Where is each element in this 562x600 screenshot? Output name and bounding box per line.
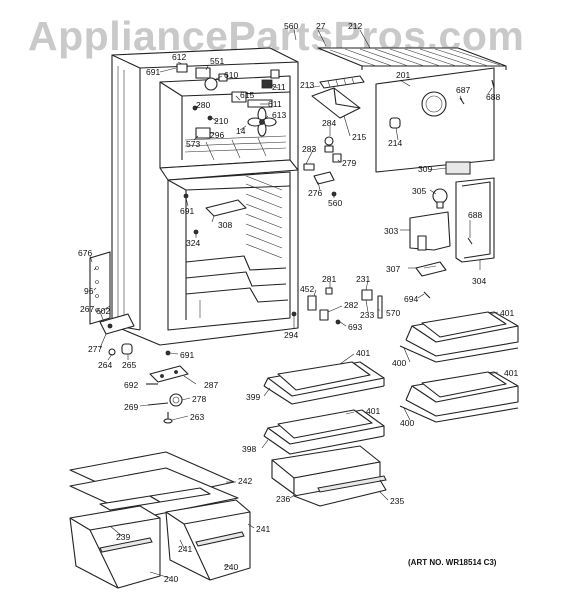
callout-693: 693 bbox=[348, 322, 362, 332]
callout-401-c: 401 bbox=[504, 368, 518, 378]
callout-263: 263 bbox=[190, 412, 204, 422]
art-number: (ART NO. WR18514 C3) bbox=[408, 558, 497, 567]
leader-lines bbox=[89, 29, 499, 579]
callout-241-right: 241 bbox=[256, 524, 270, 534]
callout-398: 398 bbox=[242, 444, 256, 454]
callout-labels: 560 27 212 691 612 551 610 211 213 201 6… bbox=[78, 21, 518, 584]
callout-281: 281 bbox=[322, 274, 336, 284]
callout-401-a: 401 bbox=[356, 348, 370, 358]
callout-688-mid: 688 bbox=[468, 210, 482, 220]
callout-282: 282 bbox=[344, 300, 358, 310]
callout-27: 27 bbox=[316, 21, 326, 31]
crisper-drawer-assembly bbox=[69, 451, 251, 589]
callout-14: 14 bbox=[236, 126, 246, 136]
callout-296: 296 bbox=[210, 130, 224, 140]
callout-324: 324 bbox=[186, 238, 200, 248]
callout-602: 602 bbox=[96, 306, 110, 316]
callout-215: 215 bbox=[352, 132, 366, 142]
callout-241-left: 241 bbox=[178, 544, 192, 554]
callout-308: 308 bbox=[218, 220, 232, 230]
callout-213: 213 bbox=[300, 80, 314, 90]
leveling-parts bbox=[146, 365, 189, 424]
callout-277: 277 bbox=[88, 344, 102, 354]
callout-231: 231 bbox=[356, 274, 370, 284]
callout-240-left: 240 bbox=[164, 574, 178, 584]
callout-240-right: 240 bbox=[224, 562, 238, 572]
callout-399: 399 bbox=[246, 392, 260, 402]
callout-560-top: 560 bbox=[284, 21, 298, 31]
callout-236: 236 bbox=[276, 494, 290, 504]
callout-613: 613 bbox=[272, 110, 286, 120]
callout-279: 279 bbox=[342, 158, 356, 168]
callout-278: 278 bbox=[192, 394, 206, 404]
callout-615: 615 bbox=[240, 90, 254, 100]
callout-276: 276 bbox=[308, 188, 322, 198]
callout-201: 201 bbox=[396, 70, 410, 80]
callout-691-mid: 691 bbox=[180, 206, 194, 216]
callout-303: 303 bbox=[384, 226, 398, 236]
callout-688-top: 688 bbox=[486, 92, 500, 102]
callout-611: 611 bbox=[268, 99, 282, 109]
callout-691-top: 691 bbox=[146, 67, 160, 77]
callout-211: 211 bbox=[272, 82, 286, 92]
callout-400-b: 400 bbox=[400, 418, 414, 428]
callout-96: 96 bbox=[84, 286, 94, 296]
callout-691-low: 691 bbox=[180, 350, 194, 360]
glass-shelf-398 bbox=[263, 409, 385, 455]
callout-294: 294 bbox=[284, 330, 298, 340]
callout-280: 280 bbox=[196, 100, 210, 110]
callout-452: 452 bbox=[300, 284, 314, 294]
glass-shelf-400-lower bbox=[399, 371, 519, 423]
crisper-cover-236 bbox=[271, 445, 387, 507]
callout-239: 239 bbox=[116, 532, 130, 542]
callout-284: 284 bbox=[322, 118, 336, 128]
callout-401-d: 401 bbox=[366, 406, 380, 416]
cabinet-body bbox=[111, 47, 299, 346]
callout-610: 610 bbox=[224, 70, 238, 80]
callout-242: 242 bbox=[238, 476, 252, 486]
callout-210: 210 bbox=[214, 116, 228, 126]
callout-309: 309 bbox=[418, 164, 432, 174]
callout-212: 212 bbox=[348, 21, 362, 31]
callout-573: 573 bbox=[186, 139, 200, 149]
callout-265: 265 bbox=[122, 360, 136, 370]
callout-692: 692 bbox=[124, 380, 138, 390]
callout-694: 694 bbox=[404, 294, 418, 304]
callout-305: 305 bbox=[412, 186, 426, 196]
callout-612: 612 bbox=[172, 52, 186, 62]
callout-401-b: 401 bbox=[500, 308, 514, 318]
callout-264: 264 bbox=[98, 360, 112, 370]
wire-shelf-212 bbox=[317, 47, 507, 70]
callout-560-mid: 560 bbox=[328, 198, 342, 208]
glass-shelf-400-upper bbox=[399, 311, 519, 363]
callout-233: 233 bbox=[360, 310, 374, 320]
callout-307: 307 bbox=[386, 264, 400, 274]
callout-269: 269 bbox=[124, 402, 138, 412]
glass-shelf-399 bbox=[263, 361, 385, 405]
callout-304: 304 bbox=[472, 276, 486, 286]
callout-287: 287 bbox=[204, 380, 218, 390]
callout-214: 214 bbox=[388, 138, 402, 148]
callout-687: 687 bbox=[456, 85, 470, 95]
fresh-food-control-parts bbox=[303, 67, 495, 325]
callout-267: 267 bbox=[80, 304, 94, 314]
cabinet-small-parts bbox=[89, 193, 297, 356]
freezer-control-assembly bbox=[176, 63, 280, 139]
callout-676: 676 bbox=[78, 248, 92, 258]
callout-235: 235 bbox=[390, 496, 404, 506]
callout-551: 551 bbox=[210, 56, 224, 66]
callout-400-a: 400 bbox=[392, 358, 406, 368]
callout-283: 283 bbox=[302, 144, 316, 154]
callout-570: 570 bbox=[386, 308, 400, 318]
